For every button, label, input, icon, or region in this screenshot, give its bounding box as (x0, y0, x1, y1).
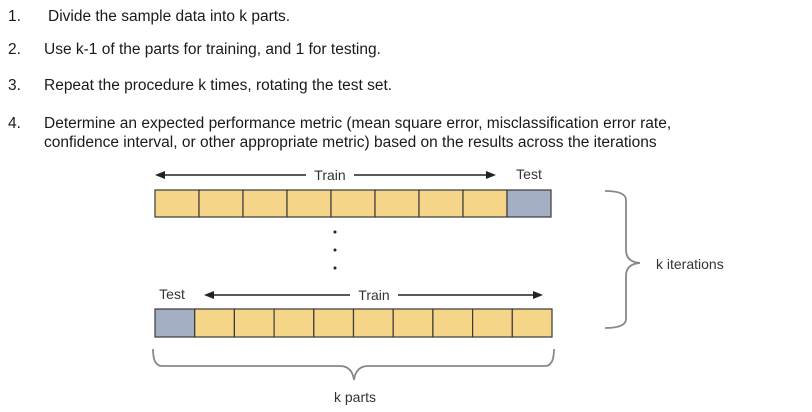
parts-brace (152, 348, 555, 381)
train-part (154, 189, 200, 218)
train-part (462, 189, 508, 218)
train-part (198, 189, 244, 218)
step-text: Repeat the procedure k times, rotating t… (44, 77, 393, 94)
train-part (374, 189, 420, 218)
train-part (286, 189, 332, 218)
bottom-train-label: Train (358, 287, 389, 303)
train-part (273, 308, 315, 338)
train-part (392, 308, 434, 338)
arrow-head-left (155, 171, 165, 179)
bottom-test-label: Test (159, 286, 185, 302)
train-part (511, 308, 553, 338)
test-part (154, 308, 196, 338)
step-text: Use k-1 of the parts for training, and 1… (44, 41, 381, 58)
arrow-head-left (204, 291, 214, 299)
train-part (233, 308, 275, 338)
train-part (313, 308, 355, 338)
dot (333, 230, 337, 234)
iterations-label: k iterations (656, 256, 724, 272)
train-part (352, 308, 394, 338)
train-part (194, 308, 235, 338)
iterations-brace (604, 190, 641, 329)
step-text-continued: confidence interval, or other appropriat… (44, 134, 657, 151)
ellipsis-dots (333, 230, 337, 270)
train-part (418, 189, 464, 218)
bottom-row-parts (154, 308, 553, 338)
top-train-label: Train (314, 167, 345, 183)
train-part (432, 308, 474, 338)
bottom-train-arrow: Train (204, 287, 543, 303)
step-text: Divide the sample data into k parts. (48, 8, 291, 25)
top-row-parts (154, 189, 552, 218)
top-train-arrow: Train (155, 167, 496, 183)
step-number: 3. (8, 77, 21, 94)
dot (333, 248, 337, 252)
step-number: 4. (8, 115, 21, 132)
step-number: 2. (8, 41, 21, 58)
train-part (330, 189, 376, 218)
dot (333, 266, 337, 270)
step-text: Determine an expected performance metric… (44, 115, 672, 132)
top-test-label: Test (516, 166, 542, 182)
arrow-head-right (533, 291, 543, 299)
parts-label: k parts (334, 389, 376, 405)
test-part (506, 189, 552, 218)
step-number: 1. (8, 8, 21, 25)
train-part (242, 189, 288, 218)
train-part (472, 308, 513, 338)
arrow-head-right (486, 171, 496, 179)
